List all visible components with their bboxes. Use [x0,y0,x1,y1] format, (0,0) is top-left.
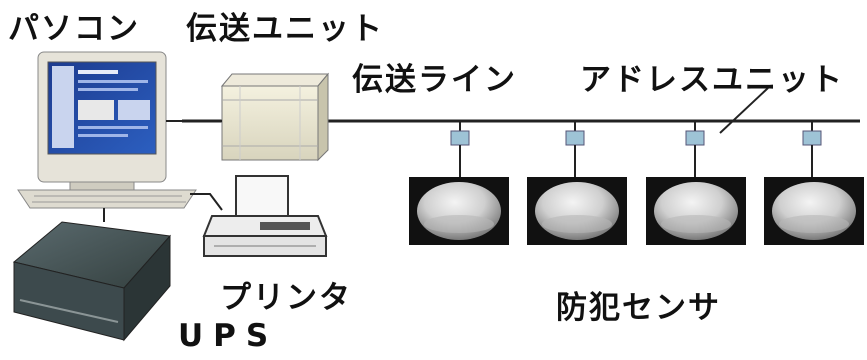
transmission-unit-label: 伝送ユニット [186,11,384,47]
ups-label: UPS [178,318,279,354]
pc-to-printer-cable [190,193,223,211]
address-unit-leader [719,87,769,134]
dome-sensor-icon [409,177,864,245]
address-unit-icon [450,130,822,146]
printer-icon [202,175,328,257]
desktop-computer-icon [17,51,197,209]
address-unit-label: アドレスユニット [580,62,844,98]
transmission-line-label: 伝送ライン [352,62,517,98]
sensor-label: 防犯センサ [556,290,721,326]
printer-label: プリンタ [220,280,352,316]
transmission-unit-icon [220,72,330,162]
pc-label: パソコン [8,11,140,47]
ups-box-icon [12,221,171,342]
